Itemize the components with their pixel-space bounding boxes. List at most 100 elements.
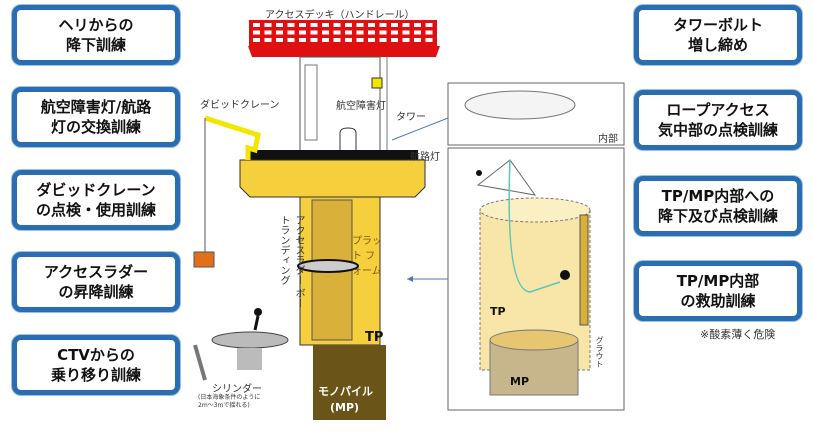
box-line: ダビッドクレーン [36,181,156,199]
box-line: 気中部の点検訓練 [657,121,778,139]
box-line: 増し締め [687,36,748,54]
interior-ladder [579,214,589,326]
handrail-cell [414,23,421,27]
handrail-cell [276,30,283,35]
handrail-cell [287,23,295,27]
training-box-descent: TP/MP内部への降下及び点検訓練 [634,176,802,236]
handrail-cell [276,38,283,42]
handrail-cell [322,38,329,42]
flange-icon [464,90,576,120]
climber-icon [560,270,570,280]
box-line: TP/MP内部 [676,272,760,290]
label-mp: (MP) [330,401,360,414]
person-icon [476,170,482,176]
handrail-cell [368,38,375,42]
handrail-cell [356,38,364,42]
box-line: CTVからの [57,346,135,364]
box-line: 降下訓練 [65,36,126,54]
handrail-cell [310,23,318,27]
platform [239,159,426,198]
handrail-cell [356,23,364,27]
label-inside: 内部 [598,134,618,145]
handrail-cell [379,23,387,27]
handrail-cell [402,38,410,42]
label-mp-inner: MP [510,375,530,388]
handrail-cell [253,38,260,42]
training-box-ladder: アクセスラダーの昇降訓練 [12,252,180,312]
training-box-heli: ヘリからの降下訓練 [12,5,180,65]
davit-crane [204,115,261,160]
crane-load [193,251,215,268]
box-line: アクセスラダー [43,263,149,281]
label-cylinder-note: (日本海象条件のように 2m〜3mで揺れる) [198,394,261,409]
label-cylinder: シリンダー [212,384,262,395]
training-box-rope: ロープアクセス気中部の点検訓練 [634,90,802,150]
handrail-cell [345,30,352,35]
box-line: の昇降訓練 [58,283,134,301]
platform-railing [248,150,418,160]
handrail-cell [356,30,364,35]
handrail-cell [287,38,295,42]
box-line: 乗り移り訓練 [50,366,141,384]
upper-ladder [304,64,318,141]
cylinder-base [237,348,262,370]
handrail-cell [264,38,272,42]
box-line: 降下及び点検訓練 [657,207,778,225]
box-line: ヘリからの [58,16,134,34]
handrail-cell [425,30,433,35]
label-deck: アクセスデッキ（ハンドレール） [265,10,415,21]
mp-cylinder [489,339,579,396]
training-box-lights: 航空障害灯/航路灯の交換訓練 [12,87,180,147]
handrail-cell [379,38,387,42]
handrail-cell [322,30,329,35]
handrail-cell [402,23,410,27]
handrail-cell [310,38,318,42]
handrail-cell [264,23,272,27]
box-line: タワーボルト [672,16,763,34]
handrail-cell [299,38,306,42]
handrail-cell [253,23,260,27]
label-tp-inner: TP [490,305,506,318]
monopile [313,345,386,420]
rope [508,159,561,293]
tower-door [339,127,357,157]
handrail-cell [391,38,398,42]
cylinder-ladder [193,344,207,381]
handrail-grid [253,23,433,42]
person-icon [254,308,262,316]
training-box-rescue: TP/MP内部の救助訓練 [634,261,802,321]
handrail-cell [402,30,410,35]
handrail-cell [391,23,398,27]
label-nav-light: 航路灯 [410,152,440,163]
handrail-cell [425,23,433,27]
label-aviation-light: 航空障害灯 [336,101,386,112]
box-line: 航空障害灯/航路 [40,98,152,116]
box-line: の救助訓練 [680,292,756,310]
handrail-cell [425,38,433,42]
label-tp: TP [365,330,384,345]
cylinder-platform [211,331,289,349]
handrail-cell [379,30,387,35]
handrail-cell [299,23,306,27]
handrail-cell [333,23,341,27]
training-box-ctv: CTVからの乗り移り訓練 [12,335,180,395]
handrail-cell [414,38,421,42]
handrail-cell [310,30,318,35]
handrail-cell [368,30,375,35]
pointer-arrow [391,117,449,141]
label-boat-landing: アクセスラダー ボートランディング [278,215,304,309]
handrail-cell [368,23,375,27]
training-box-crane: ダビッドクレーンの点検・使用訓練 [12,170,180,230]
label-tower: タワー [396,112,426,123]
aviation-light [371,77,383,89]
oxygen-note: ※酸素薄く危険 [700,328,776,341]
tripod-icon [476,159,537,196]
handrail-cell [287,30,295,35]
handrail-cell [253,30,260,35]
handrail-cell [322,23,329,27]
handrail-cell [276,23,283,27]
box-line: の点検・使用訓練 [35,201,156,219]
label-platform: プラット フォーム [352,236,382,277]
handrail-cell [391,30,398,35]
